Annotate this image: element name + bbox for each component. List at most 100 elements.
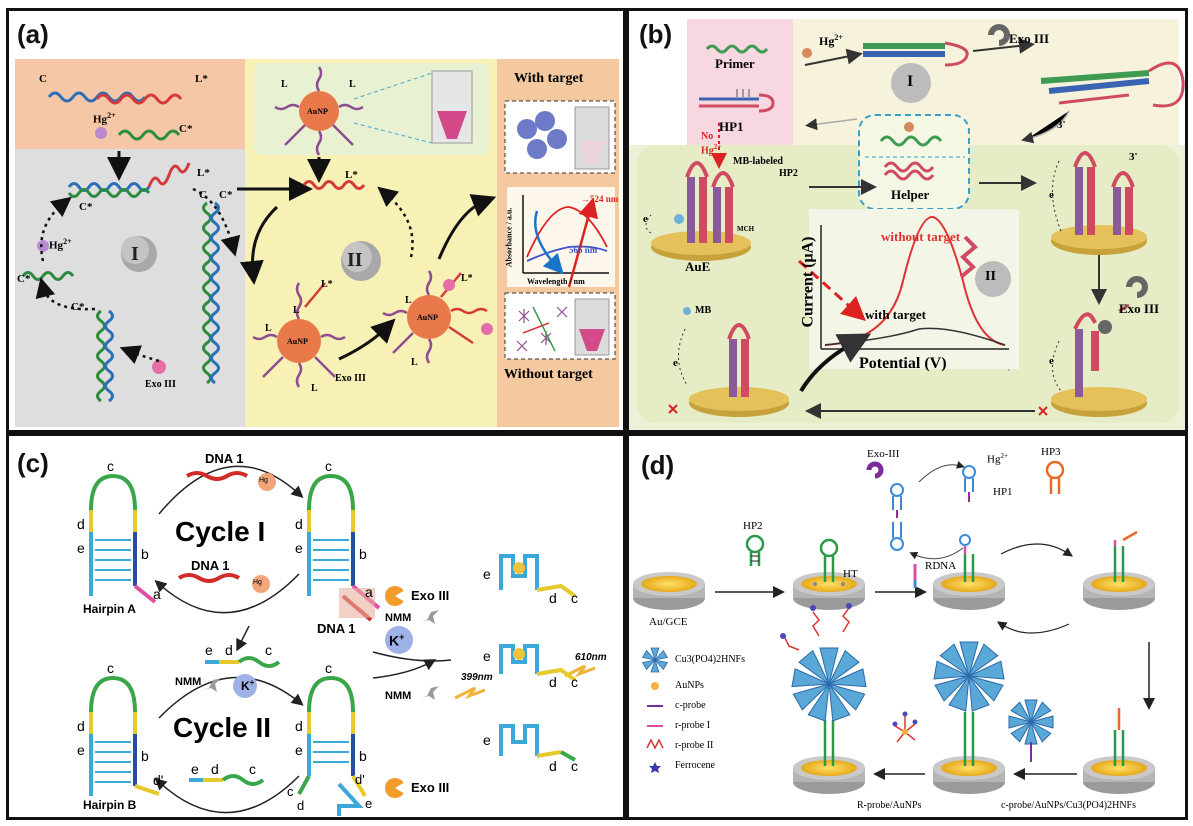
b-hp2: HP2 xyxy=(779,168,798,179)
c-seg-dp-rb: d' xyxy=(355,772,365,787)
a-aunp-lower-right: AuNP xyxy=(417,313,438,322)
b-exo-top: Exo III xyxy=(1009,31,1050,46)
a-lstar-center: L* xyxy=(345,169,358,181)
c-seg-d-r: d xyxy=(295,516,303,532)
b-no: No xyxy=(701,131,714,142)
c-seg-c-r: c xyxy=(325,458,332,474)
a-absorbance: Absorbance / a.u. xyxy=(504,207,514,268)
c-seg-b-a: b xyxy=(141,546,149,562)
electrode-4 xyxy=(1083,572,1155,610)
d-hp1: HP1 xyxy=(993,486,1013,498)
c-seg-b-r: b xyxy=(359,546,367,562)
c-seg-e-mid: e xyxy=(205,642,213,658)
c-seg-d-a: d xyxy=(77,516,85,532)
d-legend-3: r-probe I xyxy=(675,720,711,731)
c-seg-d-p2: d xyxy=(549,674,557,690)
c-exo-bottom: Exo III xyxy=(411,780,450,795)
c-hg-mid: Hg xyxy=(253,579,262,586)
a-hg-top: Hg2+ xyxy=(93,111,116,126)
c-seg-c-mid: c xyxy=(265,642,272,658)
a-label-cstar-top: C* xyxy=(179,123,193,135)
c-seg-c-p2: c xyxy=(571,674,578,690)
c-seg-c-p3: c xyxy=(571,758,578,774)
c-seg-e-b: e xyxy=(77,742,85,758)
a-aunp-top: AuNP xyxy=(307,107,328,116)
d-exo: Exo-III xyxy=(867,448,900,460)
c-seg-e-p3: e xyxy=(483,732,491,748)
a-label-lstar-mid: L* xyxy=(197,167,210,179)
c-exo-top: Exo III xyxy=(411,588,450,603)
c-seg-c-b: c xyxy=(107,660,114,676)
d-hp3: HP3 xyxy=(1041,446,1061,458)
a-lstar-aunp2: L* xyxy=(461,273,473,284)
c-seg-d-rb2: d xyxy=(297,798,305,813)
a-hg-left: Hg2+ xyxy=(49,237,72,252)
a-aunp-lower-left: AuNP xyxy=(287,337,308,346)
b-primer: Primer xyxy=(715,56,755,71)
a-label-c-right: C xyxy=(199,189,207,201)
panel-b: (b) xyxy=(626,8,1188,433)
b-exo-right: Exo III xyxy=(1119,301,1160,316)
a-label-cstar-left: C* xyxy=(17,273,31,285)
c-nmm-top: NMM xyxy=(385,612,412,624)
b-cycle-one: I xyxy=(907,73,914,90)
d-au-gce: Au/GCE xyxy=(649,616,688,628)
c-dna1-right: DNA 1 xyxy=(317,621,356,636)
panel-a: (a) xyxy=(6,8,626,433)
a-exo-left: Exo III xyxy=(145,379,176,390)
b-hg-top: Hg2+ xyxy=(819,33,843,48)
a-label-cstar-right: C* xyxy=(219,189,233,201)
a-with-target: With target xyxy=(514,71,584,86)
a-label-cstar-mid: C* xyxy=(79,201,93,213)
b-e4: e xyxy=(673,357,678,369)
b-hp1: HP1 xyxy=(719,119,744,134)
c-seg-a-r: a xyxy=(365,584,373,600)
c-seg-e-rb: e xyxy=(295,742,303,758)
d-r-probe-aunps: R-probe/AuNPs xyxy=(857,800,922,811)
b-mb: MB xyxy=(695,305,712,316)
b-without-target: without target xyxy=(881,229,961,244)
c-seg-e-r: e xyxy=(295,540,303,556)
hairpin-a-shape xyxy=(89,473,157,604)
b-aue: AuE xyxy=(685,259,711,274)
a-wavelength: Wavelength / nm xyxy=(527,277,585,286)
b-with-target: with target xyxy=(865,307,927,322)
a-l-2: L xyxy=(293,305,300,316)
b-potential: Potential (V) xyxy=(859,355,947,372)
a-l-top-1: L xyxy=(281,79,288,90)
c-seg-d-p3: d xyxy=(549,758,557,774)
c-seg-d-low: d xyxy=(211,761,219,777)
b-e1: e xyxy=(643,213,648,225)
c-seg-e-low: e xyxy=(191,761,199,777)
electrode-7 xyxy=(793,756,865,794)
c-nmm-bottom: NMM xyxy=(385,690,412,702)
a-cycle-one: I xyxy=(131,243,139,265)
a-l-1: L xyxy=(265,323,272,334)
d-legend-0: Cu3(PO4)2HNFs xyxy=(675,654,746,665)
a-label-lstar-top: L* xyxy=(195,73,208,85)
electrode-3 xyxy=(933,572,1005,610)
a-l-5: L xyxy=(311,383,318,394)
a-lstar-aunp: L* xyxy=(321,279,333,290)
panel-d: (d) xyxy=(626,433,1188,820)
b-mch: MCH xyxy=(737,225,755,233)
a-l-4: L xyxy=(411,357,418,368)
c-k-left: K+ xyxy=(241,678,255,693)
c-dna1-top: DNA 1 xyxy=(205,451,244,466)
c-cycle-one: Cycle I xyxy=(175,516,266,547)
a-l-3: L xyxy=(405,295,412,306)
d-rdna: RDNA xyxy=(925,560,957,572)
panel-a-label: (a) xyxy=(17,19,49,49)
c-399nm: 399nm xyxy=(461,672,493,683)
a-exo-center: Exo III xyxy=(335,373,366,384)
d-legend-4: r-probe II xyxy=(675,740,714,751)
d-c-probe-label: c-probe/AuNPs/Cu3(PO4)2HNFs xyxy=(1001,800,1136,811)
d-ht: HT xyxy=(843,568,858,580)
c-hg-top: Hg xyxy=(259,477,268,484)
c-seg-c-low: c xyxy=(249,761,256,777)
a-peak-566: 566 nm xyxy=(569,245,598,255)
b-no-hg: Hg2+ xyxy=(701,143,722,157)
c-seg-c-p1: c xyxy=(571,590,578,606)
c-seg-dp-b: d' xyxy=(153,772,164,788)
a-peak-524: →524 nm xyxy=(581,194,619,204)
